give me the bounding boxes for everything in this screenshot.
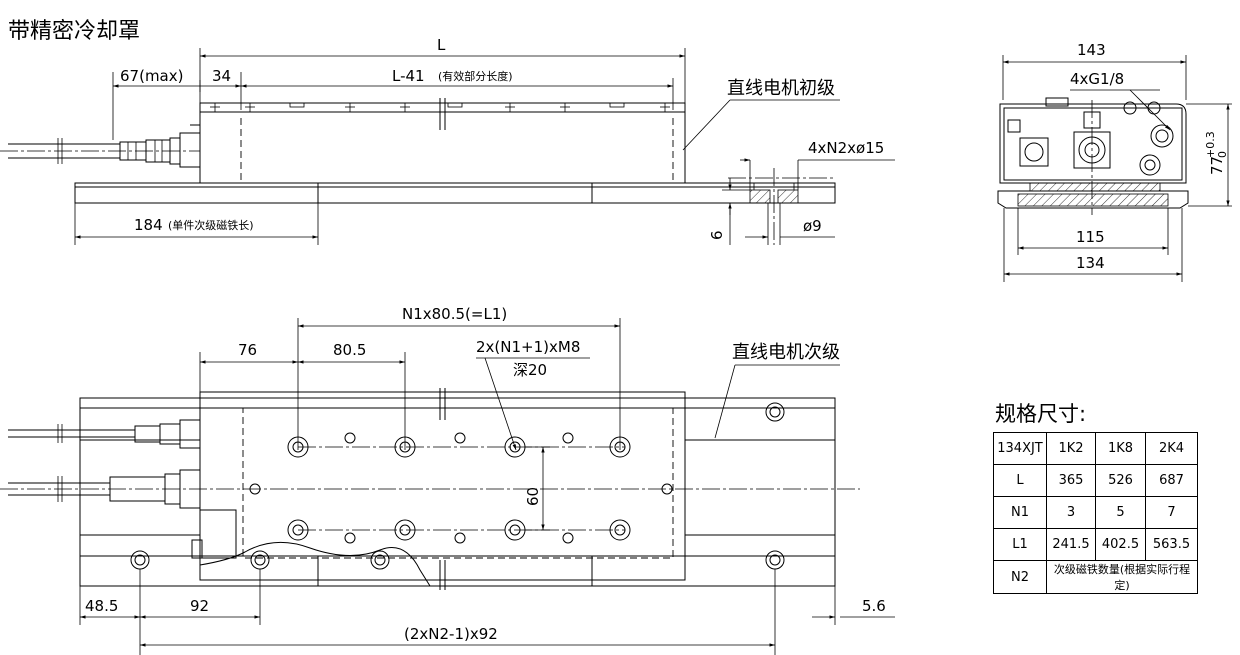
dim-80-5: 80.5	[333, 341, 366, 359]
tol-lower: 0	[1216, 151, 1229, 158]
table-cell: 3	[1046, 496, 1096, 529]
plan-view: N1x80.5(=L1) 76 80.5 2x(N1+1)xM8 深20	[0, 305, 895, 655]
dim-48-5: 48.5	[85, 597, 118, 615]
table-cell: 2K4	[1145, 432, 1198, 465]
table-cell: 5	[1095, 496, 1146, 529]
dim-184-note: (单件次级磁铁长)	[168, 218, 254, 232]
dim-magnet-pitch: (2xN2-1)x92	[404, 625, 498, 643]
table-cell: 1K8	[1095, 432, 1146, 465]
dim-5-6: 5.6	[862, 597, 886, 615]
dim-143: 143	[1077, 41, 1106, 59]
dim-76: 76	[238, 341, 257, 359]
table-row: L1 241.5 402.5 563.5	[993, 528, 1198, 561]
end-view: 143 4xG1/8 77 +0.3 0	[997, 41, 1232, 282]
spec-table: 134XJT 1K2 1K8 2K4 L 365 526 687 N1 3 5 …	[993, 432, 1198, 594]
dim-60: 60	[524, 487, 542, 506]
table-cell: 134XJT	[993, 432, 1047, 465]
dim-L: L	[437, 36, 446, 54]
table-cell: 7	[1145, 496, 1198, 529]
spec-title: 规格尺寸:	[995, 402, 1087, 426]
table-cell: 402.5	[1095, 528, 1146, 561]
dim-92: 92	[190, 597, 209, 615]
table-cell: N2	[993, 560, 1047, 594]
table-cell: 526	[1095, 464, 1146, 497]
label-primary: 直线电机初级	[727, 78, 835, 99]
top-view: L 67(max) 34 L-41 (有效部分长度)	[0, 36, 895, 245]
table-cell: 563.5	[1145, 528, 1198, 561]
dim-34: 34	[212, 67, 231, 85]
table-row: 134XJT 1K2 1K8 2K4	[993, 432, 1198, 465]
table-cell: 241.5	[1046, 528, 1096, 561]
tol-upper: +0.3	[1204, 131, 1217, 158]
dim-6: 6	[708, 230, 726, 240]
dim-184: 184	[134, 216, 163, 234]
table-cell: 687	[1145, 464, 1198, 497]
dim-thread: 2x(N1+1)xM8	[476, 338, 580, 356]
dim-9: ø9	[803, 217, 822, 235]
dim-cable-length: 67(max)	[120, 67, 183, 85]
table-cell-note: 次级磁铁数量(根据实际行程定)	[1046, 560, 1198, 594]
dim-n1-pitch: N1x80.5(=L1)	[402, 305, 507, 323]
table-row: N2 次级磁铁数量(根据实际行程定)	[993, 560, 1198, 594]
label-secondary: 直线电机次级	[732, 342, 840, 363]
table-cell: L	[993, 464, 1047, 497]
dim-effective-length: L-41	[392, 67, 425, 85]
dim-115: 115	[1076, 228, 1105, 246]
table-row: L 365 526 687	[993, 464, 1198, 497]
dim-effective-length-note: (有效部分长度)	[438, 69, 513, 83]
dim-134: 134	[1076, 254, 1105, 272]
dim-counterbore: 4xN2xø15	[808, 139, 884, 157]
dim-depth: 深20	[513, 361, 547, 379]
table-cell: 1K2	[1046, 432, 1096, 465]
table-cell: L1	[993, 528, 1047, 561]
table-row: N1 3 5 7	[993, 496, 1198, 529]
dim-port: 4xG1/8	[1070, 70, 1124, 88]
table-cell: 365	[1046, 464, 1096, 497]
page-title: 带精密冷却罩	[8, 19, 140, 44]
dim-77: 77	[1208, 156, 1226, 175]
table-cell: N1	[993, 496, 1047, 529]
